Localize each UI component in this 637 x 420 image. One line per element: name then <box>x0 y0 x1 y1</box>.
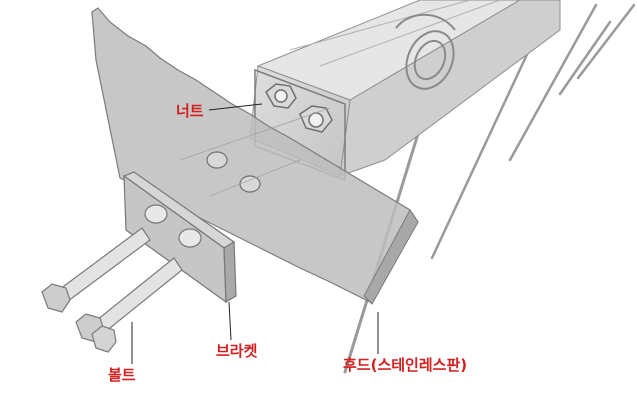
rod-2 <box>508 3 598 162</box>
bracket-label: 브라켓 <box>216 342 258 360</box>
nuts <box>265 83 333 133</box>
bolt-1-head <box>41 283 71 313</box>
bolts <box>41 227 183 353</box>
bolt-label: 볼트 <box>108 366 136 384</box>
bracket-part <box>122 171 237 304</box>
clamp-ring <box>395 13 456 90</box>
nut-leader <box>208 103 263 111</box>
rod-4 <box>558 20 612 96</box>
bolt-2-nut <box>91 325 117 353</box>
rod-3 <box>576 3 636 80</box>
nut-label: 너트 <box>176 102 204 120</box>
bracket-leader <box>228 301 232 341</box>
leader-lines <box>131 103 379 364</box>
hood-label: 후드(스테인레스판) <box>343 356 468 374</box>
hood-plate <box>91 7 419 305</box>
